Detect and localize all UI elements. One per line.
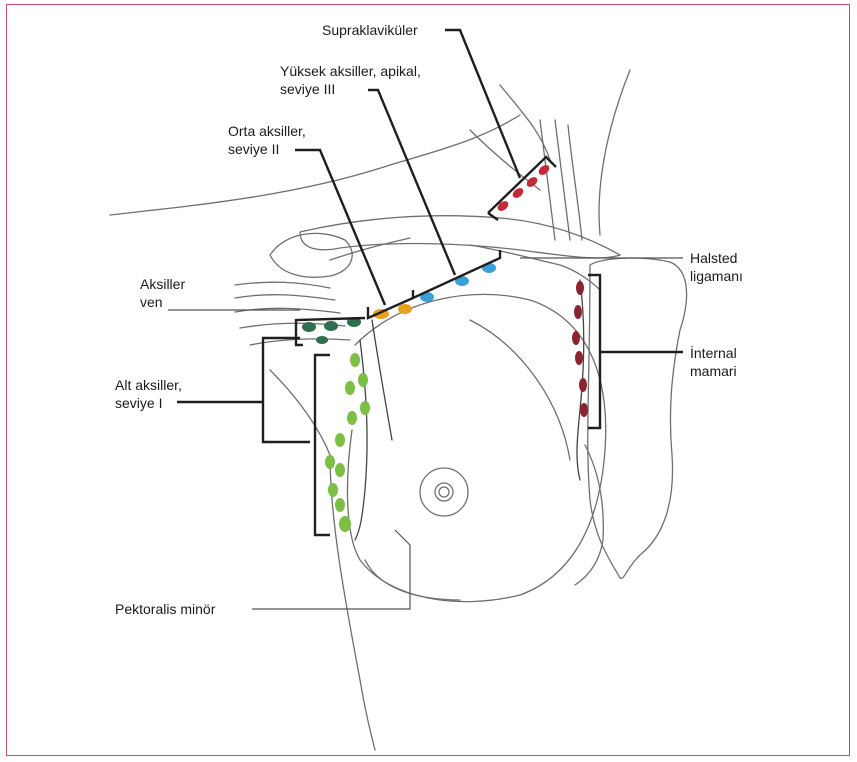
internal-mammary-nodes [572, 281, 588, 417]
label-internal-mammary: İnternal mamari [690, 344, 737, 380]
label-text: Yüksek aksiller, apikal, [280, 62, 421, 80]
lymph-node [574, 305, 582, 319]
label-supraclavicular: Supraklaviküler [322, 21, 418, 39]
lymph-node [328, 483, 338, 497]
label-text: mamari [690, 362, 737, 380]
label-text: seviye III [280, 80, 421, 98]
label-mid-axillary: Orta aksiller, seviye II [228, 122, 306, 158]
neck-contour-right [599, 70, 630, 235]
lymph-node [525, 175, 539, 189]
shoulder-contour [110, 115, 520, 215]
lymph-node [398, 304, 412, 314]
label-text: seviye I [115, 394, 182, 412]
pectoralis-minor-leader [252, 530, 410, 609]
areola [420, 468, 468, 516]
label-text: İnternal [690, 344, 737, 362]
label-pectoralis-minor: Pektoralis minör [115, 600, 215, 618]
lymph-node [360, 401, 370, 415]
lymph-node [572, 331, 580, 345]
lymph-node [575, 351, 583, 365]
lymph-node [302, 322, 316, 332]
supraclavicular-nodes [496, 163, 551, 213]
label-text: Pektoralis minör [115, 600, 215, 618]
label-text: Aksiller [140, 275, 185, 293]
level-1-bracket [315, 355, 330, 535]
label-halsted-ligament: Halsted ligamanı [690, 249, 743, 285]
label-text: seviye II [228, 140, 306, 158]
lymph-node [358, 373, 368, 387]
lymph-node [324, 321, 338, 331]
lymph-node [335, 463, 345, 477]
lymph-node [579, 378, 587, 392]
sternum [588, 258, 687, 578]
lymph-node [335, 498, 345, 512]
nipple [435, 483, 453, 501]
lymph-node [335, 433, 345, 447]
lymph-node [350, 353, 360, 367]
label-text: Supraklaviküler [322, 21, 418, 39]
level-2-leader [295, 150, 385, 305]
level-1-outer-bracket [263, 338, 310, 442]
label-text: Alt aksiller, [115, 376, 182, 394]
clavicle [300, 216, 620, 258]
lymph-node [345, 381, 355, 395]
lymph-node [580, 403, 588, 417]
lymph-node [576, 281, 584, 295]
label-text: ligamanı [690, 267, 743, 285]
label-text: Orta aksiller, [228, 122, 306, 140]
humeral-head [270, 233, 352, 277]
label-axillary-vein: Aksiller ven [140, 275, 185, 311]
lymph-node [496, 199, 510, 213]
level-3-leader [368, 90, 455, 275]
axillary-vein-nodes [302, 317, 361, 344]
label-high-axillary: Yüksek aksiller, apikal, seviye III [280, 62, 421, 98]
label-low-axillary: Alt aksiller, seviye I [115, 376, 182, 412]
lymph-node [316, 336, 328, 344]
label-text: ven [140, 293, 185, 311]
torso-side [330, 455, 375, 750]
lymph-node [325, 455, 335, 469]
lymph-node [347, 411, 357, 425]
supraclavicular-leader [445, 30, 520, 178]
lymph-node [339, 516, 351, 532]
label-text: Halsted [690, 249, 743, 267]
level-3-bracket [413, 250, 500, 298]
